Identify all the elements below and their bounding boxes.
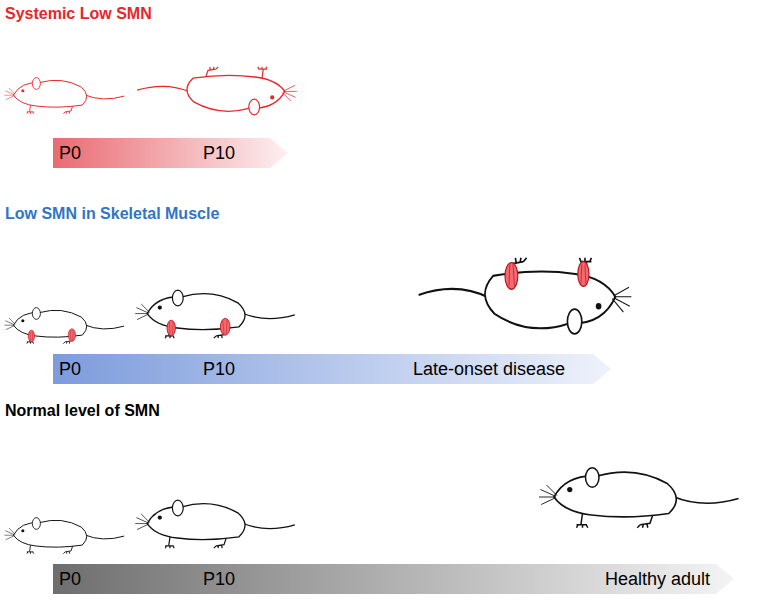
- arrow-fill: [53, 564, 734, 594]
- timeline-label: P0: [59, 564, 81, 594]
- timeline-arrow: P0 P10: [53, 138, 288, 168]
- arrow-fill: [53, 354, 611, 384]
- timeline-arrow: P0 P10 Late-onset disease: [53, 354, 611, 384]
- row-heading: Systemic Low SMN: [5, 5, 152, 23]
- row-heading: Low SMN in Skeletal Muscle: [5, 205, 219, 223]
- timeline-label: Late-onset disease: [413, 354, 565, 384]
- timeline-arrow: P0 P10 Healthy adult: [53, 564, 734, 594]
- timeline-label: Healthy adult: [605, 564, 710, 594]
- timeline-label: P10: [203, 564, 235, 594]
- timeline-label: P10: [203, 138, 235, 168]
- timeline-label: P10: [203, 354, 235, 384]
- timeline-label: P0: [59, 354, 81, 384]
- timeline-label: P0: [59, 138, 81, 168]
- arrow-fill: [53, 138, 288, 168]
- row-heading: Normal level of SMN: [5, 402, 160, 420]
- arrow-shape: [53, 138, 288, 168]
